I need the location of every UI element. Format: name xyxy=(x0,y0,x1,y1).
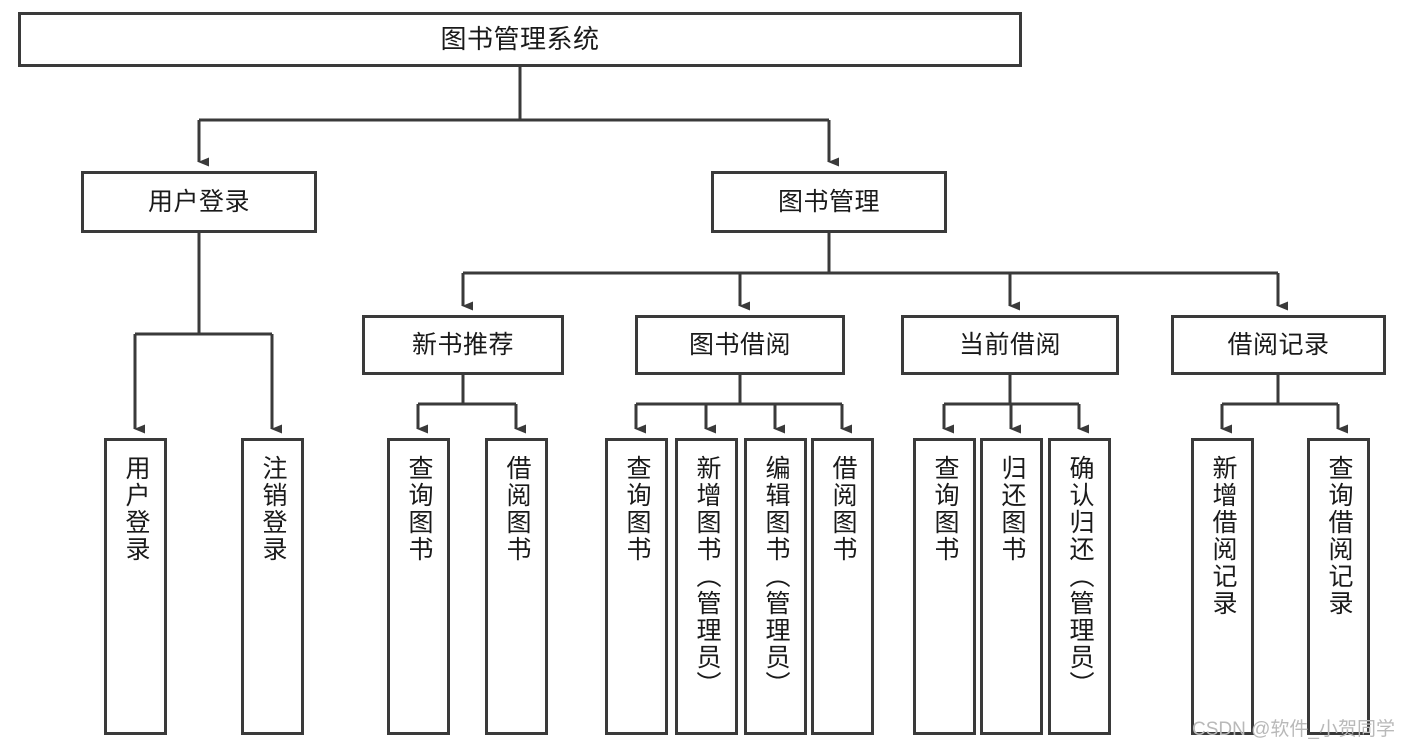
node-leaf-query-book-1[interactable]: 查询图书 xyxy=(387,438,450,735)
node-leaf-edit-book-label: 编辑图书（管理员） xyxy=(762,455,790,698)
node-leaf-query-book-1-label: 查询图书 xyxy=(405,455,433,563)
node-leaf-query-book-2[interactable]: 查询图书 xyxy=(605,438,668,735)
node-leaf-borrow-book-2-label: 借阅图书 xyxy=(829,455,857,563)
node-book-management-label: 图书管理 xyxy=(777,187,880,216)
node-leaf-query-record[interactable]: 查询借阅记录 xyxy=(1307,438,1370,735)
node-leaf-query-book-3-label: 查询图书 xyxy=(931,455,959,563)
node-leaf-confirm-return-label: 确认归还（管理员） xyxy=(1066,455,1094,698)
node-leaf-add-book[interactable]: 新增图书（管理员） xyxy=(675,438,738,735)
node-book-borrow-label: 图书借阅 xyxy=(688,330,791,359)
node-leaf-user-login-label: 用户登录 xyxy=(122,455,150,563)
node-book-management[interactable]: 图书管理 xyxy=(711,171,947,233)
node-leaf-query-book-3[interactable]: 查询图书 xyxy=(913,438,976,735)
node-borrow-record[interactable]: 借阅记录 xyxy=(1171,315,1386,375)
node-leaf-add-book-label: 新增图书（管理员） xyxy=(693,455,721,698)
node-leaf-logout-login-label: 注销登录 xyxy=(259,455,287,563)
node-root-label: 图书管理系统 xyxy=(440,24,600,55)
node-leaf-borrow-book-1-label: 借阅图书 xyxy=(503,455,531,563)
node-current-borrow[interactable]: 当前借阅 xyxy=(901,315,1119,375)
node-leaf-borrow-book-1[interactable]: 借阅图书 xyxy=(485,438,548,735)
node-current-borrow-label: 当前借阅 xyxy=(958,330,1061,359)
node-user-login-label: 用户登录 xyxy=(147,187,250,216)
node-book-borrow[interactable]: 图书借阅 xyxy=(635,315,845,375)
node-leaf-user-login[interactable]: 用户登录 xyxy=(104,438,167,735)
node-user-login[interactable]: 用户登录 xyxy=(81,171,317,233)
node-borrow-record-label: 借阅记录 xyxy=(1227,330,1330,359)
watermark: CSDN @软件_小贺同学 xyxy=(1192,719,1395,740)
node-leaf-add-record-label: 新增借阅记录 xyxy=(1209,455,1237,617)
node-leaf-query-record-label: 查询借阅记录 xyxy=(1325,455,1353,617)
node-leaf-borrow-book-2[interactable]: 借阅图书 xyxy=(811,438,874,735)
node-leaf-return-book-label: 归还图书 xyxy=(998,455,1026,563)
node-leaf-return-book[interactable]: 归还图书 xyxy=(980,438,1043,735)
node-root[interactable]: 图书管理系统 xyxy=(18,12,1022,67)
node-leaf-add-record[interactable]: 新增借阅记录 xyxy=(1191,438,1254,735)
node-leaf-edit-book[interactable]: 编辑图书（管理员） xyxy=(744,438,807,735)
node-new-book-recommend[interactable]: 新书推荐 xyxy=(362,315,564,375)
node-leaf-logout-login[interactable]: 注销登录 xyxy=(241,438,304,735)
node-leaf-confirm-return[interactable]: 确认归还（管理员） xyxy=(1048,438,1111,735)
node-new-book-recommend-label: 新书推荐 xyxy=(411,330,514,359)
node-leaf-query-book-2-label: 查询图书 xyxy=(623,455,651,563)
